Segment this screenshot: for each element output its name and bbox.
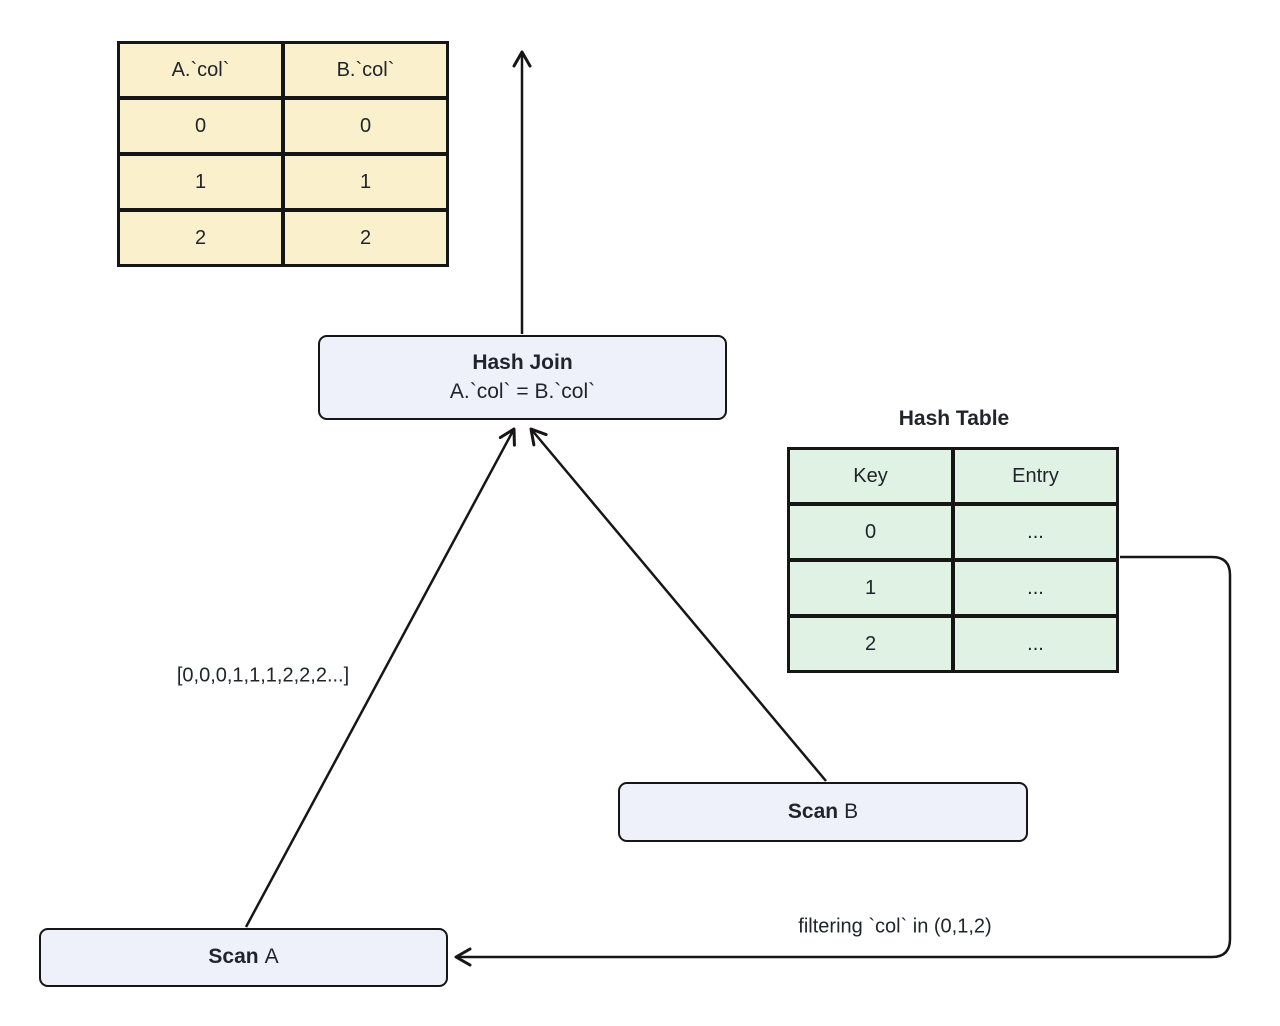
hash-table-header-cell: Entry [953, 448, 1118, 504]
table-row: A.`col` B.`col` [118, 42, 448, 98]
filter-pushdown-label: filtering `col` in (0,1,2) [798, 915, 992, 938]
table-row: 1 ... [788, 560, 1118, 616]
table-row: 2 ... [788, 616, 1118, 672]
hash-table-cell: 0 [788, 504, 953, 560]
result-table-header-cell: A.`col` [118, 42, 283, 98]
hash-table-cell: 1 [788, 560, 953, 616]
table-row: 2 2 [118, 210, 448, 266]
result-table-header-cell: B.`col` [283, 42, 448, 98]
hash-table-title: Hash Table [898, 407, 1010, 430]
table-row: 0 ... [788, 504, 1118, 560]
table-row: 0 0 [118, 98, 448, 154]
table-row: 1 1 [118, 154, 448, 210]
edge-scan-b-to-hash-join [529, 427, 827, 782]
hash-table-cell: ... [953, 616, 1118, 672]
scan-a-op: Scan [208, 945, 259, 969]
result-table-cell: 2 [283, 210, 448, 266]
scan-a-target: A [264, 945, 279, 969]
result-table-cell: 0 [118, 98, 283, 154]
hash-join-condition: A.`col` = B.`col` [449, 379, 596, 403]
hash-table-cell: 2 [788, 616, 953, 672]
hash-table-header-cell: Key [788, 448, 953, 504]
hash-join-node: Hash Join A.`col` = B.`col` [318, 335, 727, 420]
result-table-cell: 0 [283, 98, 448, 154]
result-table: A.`col` B.`col` 0 0 1 1 2 2 [117, 41, 449, 267]
scan-b-op: Scan [787, 799, 839, 823]
result-table-cell: 1 [118, 154, 283, 210]
build-values-label: [0,0,0,1,1,1,2,2,2...] [176, 664, 350, 687]
hash-table: Key Entry 0 ... 1 ... 2 ... [787, 447, 1119, 673]
scan-b-target: B [844, 799, 859, 823]
hash-join-title: Hash Join [472, 351, 573, 375]
hash-table-cell: ... [953, 504, 1118, 560]
table-row: Key Entry [788, 448, 1118, 504]
result-table-cell: 2 [118, 210, 283, 266]
result-table-cell: 1 [283, 154, 448, 210]
hash-table-cell: ... [953, 560, 1118, 616]
